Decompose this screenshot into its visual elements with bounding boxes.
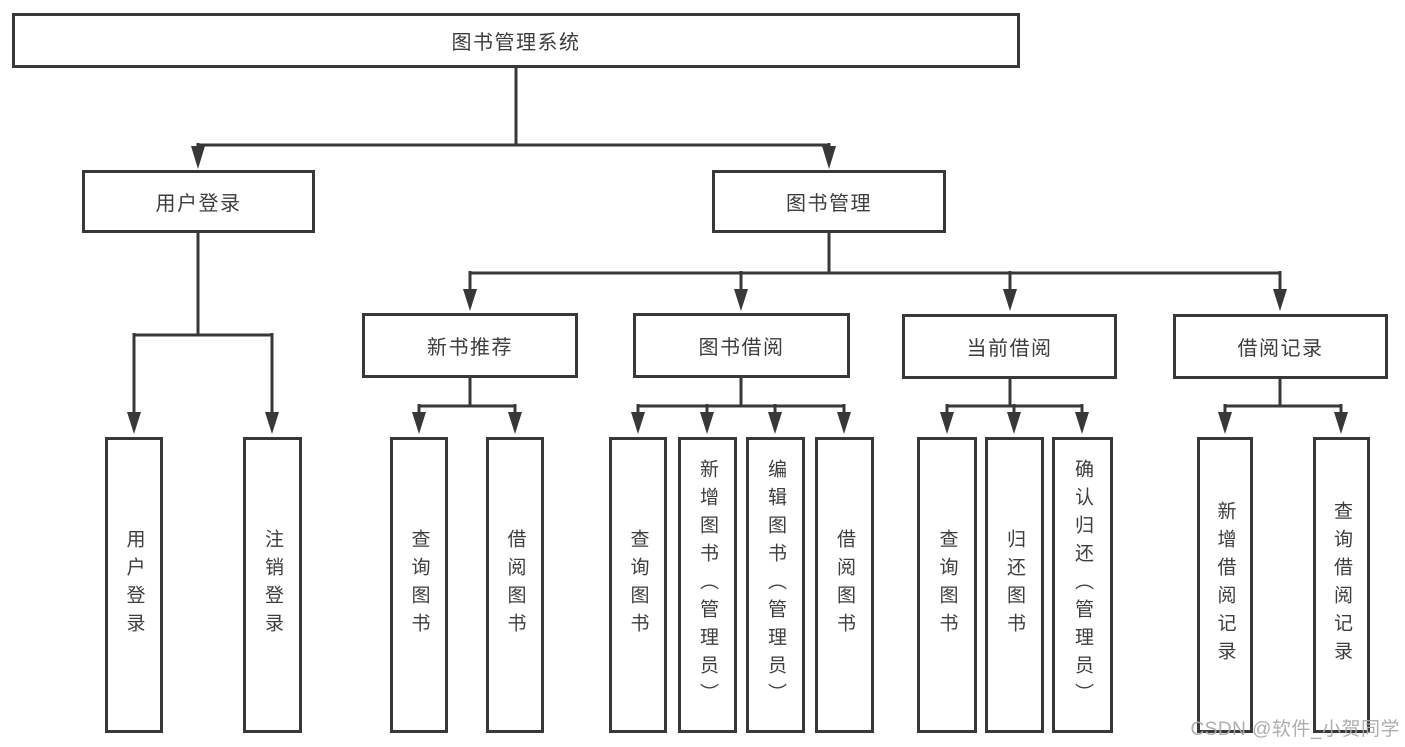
node-label: 注销登录 (262, 529, 283, 641)
node-user-login: 用户登录 (82, 170, 315, 233)
leaf-query-books-current: 查询图书 (917, 437, 977, 733)
leaf-user-login: 用户登录 (105, 437, 163, 733)
node-label: 借阅图书 (504, 529, 526, 641)
node-label: 确认归还（管理员） (1072, 459, 1093, 711)
node-label: 用户登录 (123, 529, 145, 641)
leaf-logout: 注销登录 (243, 437, 302, 733)
node-label: 归还图书 (1004, 529, 1025, 641)
leaf-query-books-borrowing: 查询图书 (609, 437, 667, 733)
leaf-confirm-return-admin: 确认归还（管理员） (1052, 437, 1113, 733)
leaf-add-borrow-record: 新增借阅记录 (1197, 437, 1253, 733)
node-label: 图书管理系统 (451, 32, 581, 54)
csdn-watermark: CSDN @软件_小贺同学 (1190, 719, 1400, 740)
node-label: 查询借阅记录 (1331, 501, 1352, 669)
leaf-borrow-books: 借阅图书 (815, 437, 874, 733)
leaf-query-books-recommend: 查询图书 (390, 437, 448, 733)
node-book-borrowing: 图书借阅 (633, 313, 850, 378)
node-label: 新增图书（管理员） (697, 459, 718, 711)
node-label: 当前借阅 (966, 338, 1053, 360)
leaf-query-borrow-record: 查询借阅记录 (1313, 437, 1370, 733)
node-borrowing-records: 借阅记录 (1173, 314, 1388, 379)
node-label: 借阅记录 (1237, 338, 1324, 360)
node-new-book-recommendation: 新书推荐 (362, 313, 578, 378)
leaf-borrow-books-recommend: 借阅图书 (486, 437, 544, 733)
node-label: 图书管理 (786, 193, 872, 215)
leaf-return-books: 归还图书 (985, 437, 1044, 733)
node-label: 新书推荐 (427, 337, 513, 359)
node-label: 编辑图书（管理员） (765, 459, 786, 711)
node-label: 查询图书 (408, 529, 430, 641)
node-book-management: 图书管理 (712, 170, 946, 233)
leaf-edit-books-admin: 编辑图书（管理员） (746, 437, 805, 733)
node-current-borrowing: 当前借阅 (902, 314, 1117, 379)
node-label: 查询图书 (627, 529, 649, 641)
node-label: 新增借阅记录 (1214, 501, 1236, 669)
node-label: 查询图书 (936, 529, 958, 641)
node-label: 图书借阅 (698, 337, 785, 359)
leaf-add-books-admin: 新增图书（管理员） (678, 437, 737, 733)
node-label: 借阅图书 (834, 529, 855, 641)
node-library-management-system: 图书管理系统 (12, 13, 1020, 68)
node-label: 用户登录 (155, 193, 242, 215)
